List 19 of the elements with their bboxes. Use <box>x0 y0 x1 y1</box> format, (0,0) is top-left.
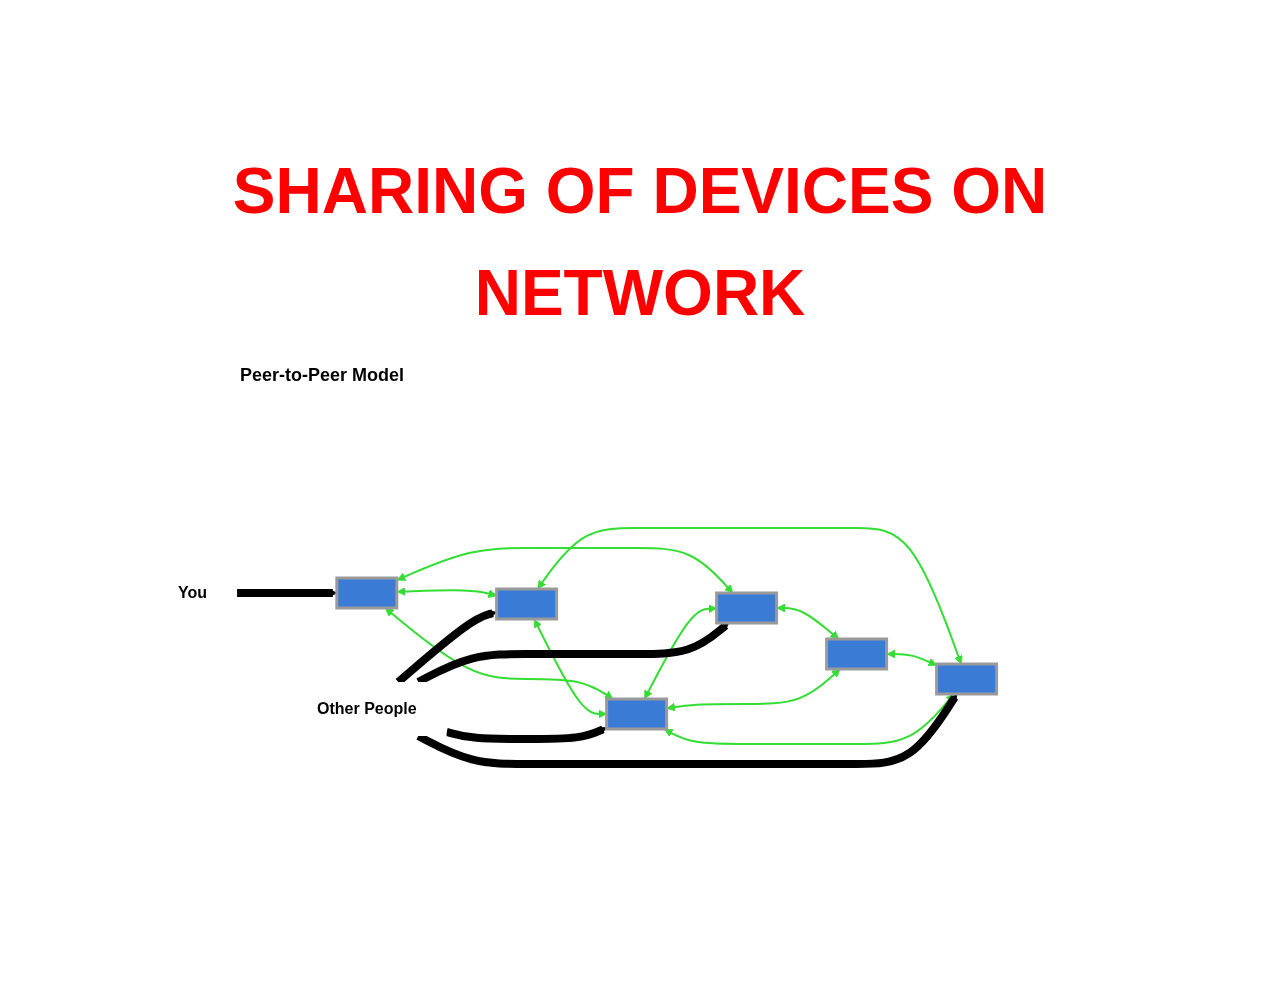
node-box <box>715 591 779 625</box>
node-box <box>605 697 669 731</box>
node-box <box>825 637 889 671</box>
node-box <box>335 576 399 610</box>
slide-title: SHARING OF DEVICES ON NETWORK <box>231 154 1049 332</box>
arrow <box>644 604 717 699</box>
arrow <box>533 618 607 719</box>
arrow <box>537 526 963 665</box>
arrow <box>886 649 937 666</box>
arrow <box>385 607 614 700</box>
node-box <box>495 587 559 621</box>
node-text: You <box>178 583 208 601</box>
arrow <box>396 586 497 598</box>
node-box <box>935 662 999 696</box>
diagram-heading: Peer-to-Peer Model <box>240 364 406 386</box>
arrow <box>666 668 841 712</box>
arrow <box>416 693 959 768</box>
node-text: Other People <box>317 699 417 717</box>
arrow <box>445 725 607 743</box>
